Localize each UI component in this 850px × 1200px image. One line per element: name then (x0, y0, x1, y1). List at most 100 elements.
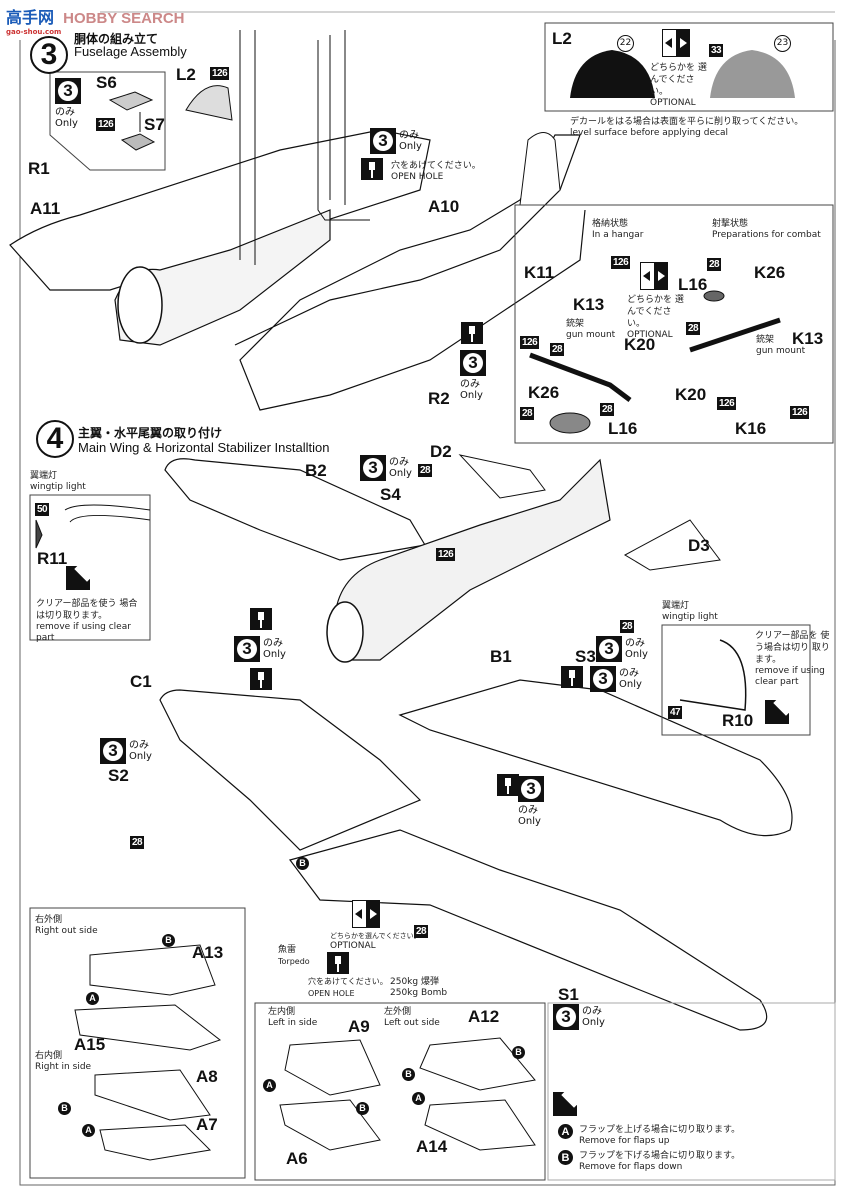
left-in-side-heading: 左内側 Left in side (268, 1007, 318, 1028)
weapon-optional-note: どちらかを選んでください。 OPTIONAL (330, 932, 421, 951)
part-label-a7: A7 (196, 1115, 218, 1134)
step-ref-icon: 3 (370, 128, 396, 154)
open-hole-icon (497, 774, 519, 796)
watermark-url: gao-shou.com (6, 28, 62, 36)
step-ref-icon: 3 (590, 666, 616, 692)
paint-code: 126 (436, 548, 456, 561)
part-label-l16: L16 (678, 275, 708, 294)
paint-code: 28 (418, 464, 433, 477)
step-ref-icon: 3 (234, 636, 260, 662)
watermark-logo: 高手网 (6, 8, 55, 27)
part-label-k16: K16 (735, 419, 767, 438)
part-label-a13: A13 (192, 943, 224, 962)
paint-code: 126 (210, 67, 230, 80)
paint-code: 126 (790, 406, 810, 419)
bomb-label: 250kg 爆弾 250kg Bomb (390, 977, 448, 998)
decal-optional-note: どちらかを 選んでください。 OPTIONAL (650, 63, 707, 108)
right-in-side-heading: 右内側 Right in side (35, 1051, 92, 1072)
step-ref-icon: 3 (553, 1004, 579, 1030)
open-hole-icon (461, 322, 483, 344)
callout-a: A (86, 986, 99, 1005)
callout-a: A (412, 1086, 425, 1105)
paint-code: 28 (414, 925, 429, 938)
part-label-k13: K13 (573, 295, 605, 314)
part-label-k13: K13 (792, 329, 824, 348)
optional-icon (352, 900, 380, 928)
part-label-s6: S6 (96, 73, 117, 92)
part-label-s1: S1 (558, 985, 579, 1004)
wingtip-light-heading: 翼端灯 wingtip light (662, 601, 718, 622)
paint-code: 28 (620, 620, 635, 633)
legend-b: B フラップを下げる場合に切り取ります。 Remove for flaps do… (558, 1150, 740, 1173)
part-label-s2: S2 (108, 766, 129, 785)
paint-code: 126 (717, 397, 737, 410)
gun-optional-note: どちらかを 選んでください。 OPTIONAL (627, 295, 684, 340)
decal-number-23: 23 (774, 35, 791, 52)
callout-b: B (402, 1062, 415, 1081)
cut-icon (553, 1092, 577, 1116)
paint-code: 28 (686, 322, 701, 335)
open-hole-icon (561, 666, 583, 688)
step4-title-en: Main Wing & Horizontal Stabilizer Instal… (78, 440, 330, 455)
open-hole-icon (361, 158, 383, 180)
gun-mount-label: 銃架 gun mount (566, 319, 616, 340)
step-ref-icon: 3 (596, 636, 622, 662)
step4-title-jp: 主翼・水平尾翼の取り付け (78, 426, 223, 440)
step3-title-jp: 胴体の組み立て (74, 32, 159, 46)
part-label-r2: R2 (428, 389, 450, 408)
center-open-hole-note: 穴をあけてください。 OPEN HOLE (308, 977, 388, 998)
callout-a: A (263, 1073, 276, 1092)
part-label-r11: R11 (37, 549, 68, 568)
callout-a: A (82, 1118, 95, 1137)
decal-surface-note: デカールをはる場合は表面を平らに削り取ってください。 level surface… (570, 117, 804, 138)
optional-icon (662, 29, 690, 57)
callout-b: B (58, 1096, 71, 1115)
watermark: 高手网 HOBBY SEARCH gao-shou.com (6, 4, 185, 36)
open-hole-note: 穴をあけてください。 OPEN HOLE (391, 161, 481, 182)
part-label-l2: L2 (176, 65, 196, 84)
part-label-a15: A15 (74, 1035, 106, 1054)
cut-icon (765, 700, 789, 724)
watermark-text: HOBBY SEARCH (63, 10, 185, 27)
decal-part-label: L2 (552, 29, 572, 48)
callout-b: B (512, 1040, 525, 1059)
part-label-k26: K26 (528, 383, 560, 402)
step-ref-icon: 3 (518, 776, 544, 802)
part-label-s4: S4 (380, 485, 401, 504)
part-label-a8: A8 (196, 1067, 218, 1086)
right-out-side-heading: 右外側 Right out side (35, 915, 98, 936)
paint-code: 50 (35, 503, 50, 516)
paint-code: 28 (520, 407, 535, 420)
open-hole-icon (327, 952, 349, 974)
wingtip-light-heading: 翼端灯 wingtip light (30, 471, 86, 492)
step-ref-icon: 3 (55, 78, 81, 104)
callout-b: B (296, 851, 309, 870)
part-label-a6: A6 (286, 1149, 308, 1168)
step-ref-icon: 3 (360, 455, 386, 481)
step-ref-icon: 3 (460, 350, 486, 376)
part-label-a9: A9 (348, 1017, 370, 1036)
step4-number: 4 (36, 420, 74, 458)
part-label-k11: K11 (524, 263, 555, 282)
callout-a-icon: A (558, 1124, 573, 1139)
left-out-side-heading: 左外側 Left out side (384, 1007, 440, 1028)
open-hole-icon (250, 668, 272, 690)
step-ref-icon: 3 (100, 738, 126, 764)
open-hole-icon (250, 608, 272, 630)
cut-icon (66, 566, 90, 590)
wingtip-cut-note: クリアー部品を 使う場合は切り 取ります。 remove if using cl… (755, 631, 830, 687)
optional-icon (640, 262, 668, 290)
paint-code: 28 (550, 343, 565, 356)
callout-b: B (356, 1096, 369, 1115)
part-label-d2: D2 (430, 442, 452, 461)
paint-code: 28 (130, 836, 145, 849)
paint-code: 28 (707, 258, 722, 271)
part-label-a12: A12 (468, 1007, 500, 1026)
paint-code: 28 (600, 403, 615, 416)
wingtip-cut-note: クリアー部品を使う 場合は切り取ります。 remove if using cle… (36, 599, 138, 643)
